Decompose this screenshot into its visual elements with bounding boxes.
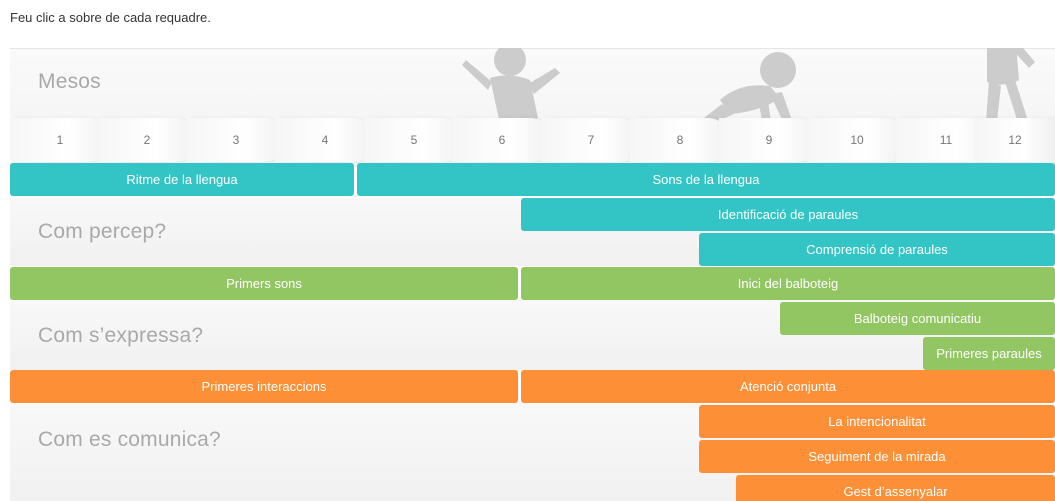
comunica-title: Com es comunica? <box>38 428 221 451</box>
expressa-title: Com s’expressa? <box>38 324 204 347</box>
month-2: 2 <box>97 118 197 162</box>
instruction-text: Feu clic a sobre de cada requadre. <box>10 10 211 25</box>
bar-sons-llengua[interactable]: Sons de la llengua <box>357 163 1055 196</box>
crawling-baby-icon <box>704 52 796 130</box>
bar-primeres-interaccions[interactable]: Primeres interaccions <box>10 370 518 403</box>
bar-gest-assenyalar[interactable]: Gest d’assenyalar <box>736 475 1055 501</box>
month-4: 4 <box>275 118 375 162</box>
month-7: 7 <box>541 118 641 162</box>
month-5: 5 <box>364 118 464 162</box>
month-8: 8 <box>630 118 730 162</box>
bar-balboteig-comunicatiu[interactable]: Balboteig comunicatiu <box>780 302 1055 335</box>
month-6: 6 <box>452 118 552 162</box>
bar-identificacio-paraules[interactable]: Identificació de paraules <box>521 198 1055 231</box>
month-3: 3 <box>186 118 286 162</box>
mesos-title: Mesos <box>38 70 101 93</box>
bar-primers-sons[interactable]: Primers sons <box>10 267 518 300</box>
bar-comprensio-paraules[interactable]: Comprensió de paraules <box>699 233 1055 266</box>
month-10: 10 <box>807 118 907 162</box>
percep-title: Com percep? <box>38 220 167 243</box>
bar-seguiment-mirada[interactable]: Seguiment de la mirada <box>699 440 1055 473</box>
bar-inici-balboteig[interactable]: Inici del balboteig <box>521 267 1055 300</box>
month-12: 12 <box>975 118 1055 162</box>
month-9: 9 <box>719 118 819 162</box>
bar-intencionalitat[interactable]: La intencionalitat <box>699 405 1055 438</box>
bar-primeres-paraules[interactable]: Primeres paraules <box>923 337 1055 370</box>
bar-atencio-conjunta[interactable]: Atenció conjunta <box>521 370 1055 403</box>
bar-ritme-llengua[interactable]: Ritme de la llengua <box>10 163 354 196</box>
month-1: 1 <box>10 118 110 162</box>
language-development-chart: Mesos 1 2 3 4 5 6 7 8 9 10 11 12 <box>10 48 1055 501</box>
month-scale: 1 2 3 4 5 6 7 8 9 10 11 12 <box>10 118 1055 162</box>
